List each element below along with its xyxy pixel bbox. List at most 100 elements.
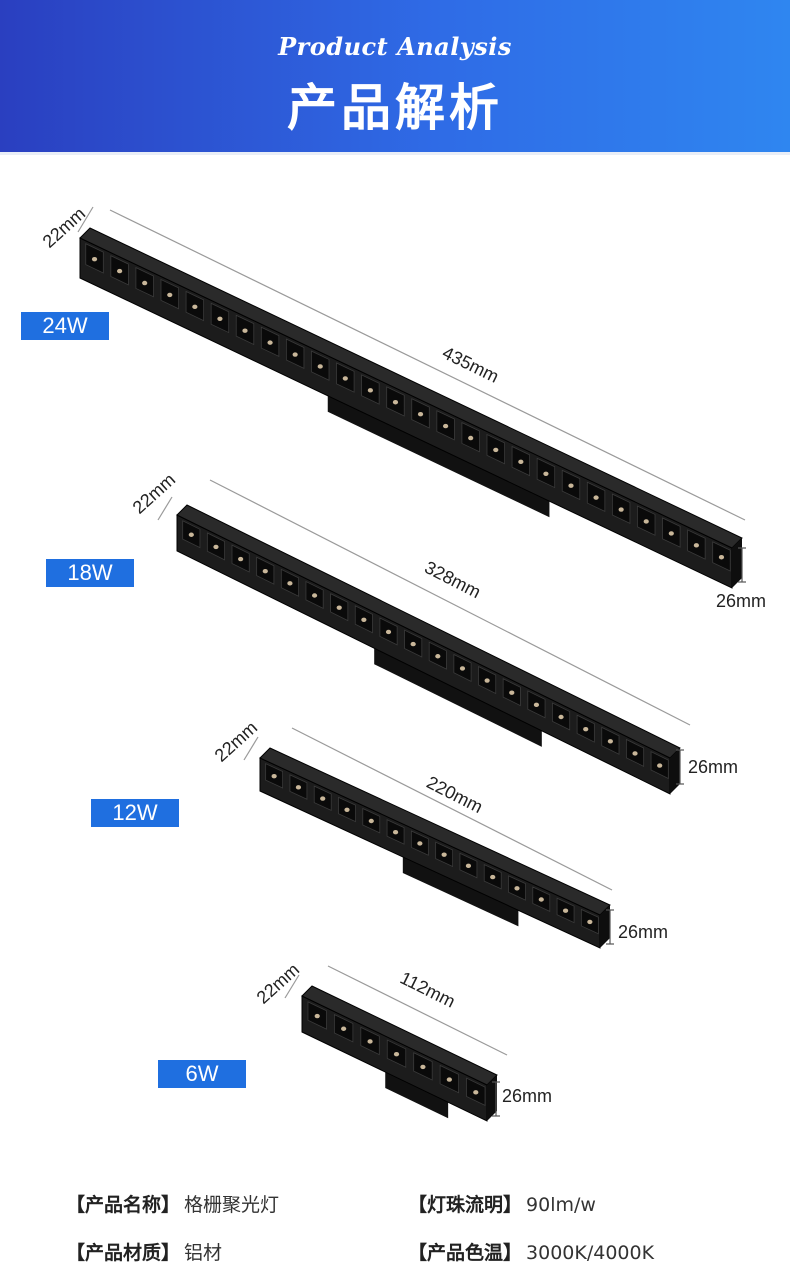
fixture-end-cap bbox=[487, 1075, 497, 1121]
led-dot bbox=[562, 908, 569, 913]
watt-badge-6w: 6W bbox=[158, 1060, 246, 1088]
length-label: 328mm bbox=[421, 557, 484, 602]
led-dot bbox=[367, 388, 373, 393]
led-dot bbox=[336, 605, 342, 610]
fixture-end-cap bbox=[732, 538, 742, 588]
led-dot bbox=[443, 423, 449, 429]
led-dot bbox=[441, 852, 447, 857]
fixture-body bbox=[176, 514, 671, 795]
led-dot bbox=[367, 1039, 373, 1044]
length-dimension-line bbox=[327, 965, 508, 1056]
width-dimension-line bbox=[243, 736, 259, 761]
spec-lumen-label: 【灯珠流明】 bbox=[408, 1194, 523, 1216]
height-label: 26mm bbox=[716, 591, 766, 611]
mount-bracket bbox=[402, 856, 519, 927]
led-dot bbox=[385, 629, 392, 635]
led-dot bbox=[493, 447, 499, 453]
spec-lumen-value: 90lm/w bbox=[526, 1194, 596, 1216]
led-dot bbox=[518, 459, 524, 465]
spec-color-value: 3000K/4000K bbox=[526, 1242, 655, 1264]
header-title: 产品解析 bbox=[287, 79, 503, 137]
led-dot bbox=[568, 483, 574, 488]
led-dot bbox=[473, 1090, 479, 1095]
led-dot bbox=[618, 507, 624, 512]
led-dot bbox=[392, 830, 399, 835]
led-dot bbox=[368, 818, 374, 824]
led-dot bbox=[410, 641, 416, 647]
led-dot bbox=[344, 807, 350, 812]
led-dot bbox=[417, 411, 424, 417]
led-dot bbox=[693, 543, 699, 548]
length-dimension-line bbox=[291, 727, 613, 891]
fixture-end-cap bbox=[600, 905, 610, 948]
led-dot bbox=[533, 702, 540, 708]
led-dot bbox=[213, 544, 219, 550]
width-dimension-line bbox=[157, 496, 173, 521]
fixture-end-cap bbox=[670, 748, 680, 794]
led-dot bbox=[217, 316, 223, 321]
led-dot bbox=[543, 471, 549, 476]
spec-product-name: 【产品名称】格栅聚光灯 bbox=[66, 1190, 279, 1217]
led-dot bbox=[317, 364, 323, 369]
watt-badge-12w: 12W bbox=[91, 799, 179, 827]
led-dot bbox=[718, 555, 725, 560]
led-dot bbox=[292, 352, 298, 357]
led-dot bbox=[393, 1051, 400, 1057]
led-dot bbox=[643, 519, 649, 524]
led-dot bbox=[188, 532, 194, 537]
led-dot bbox=[242, 328, 248, 333]
led-dot bbox=[295, 785, 302, 790]
height-label: 26mm bbox=[688, 757, 738, 777]
fixture-top bbox=[176, 504, 681, 759]
led-dot bbox=[465, 863, 472, 869]
led-dot bbox=[267, 340, 273, 345]
led-dot bbox=[91, 256, 98, 262]
width-dimension-line bbox=[284, 974, 300, 999]
height-label: 26mm bbox=[502, 1086, 552, 1106]
led-dot bbox=[361, 617, 367, 623]
led-dot bbox=[657, 763, 663, 768]
width-dimension-line bbox=[77, 206, 94, 233]
led-dot bbox=[484, 678, 490, 683]
led-dot bbox=[238, 556, 244, 562]
led-dot bbox=[311, 593, 318, 598]
spec-color-label: 【产品色温】 bbox=[408, 1242, 523, 1264]
fixture-18w: 328mm 22mm 26mm bbox=[129, 469, 738, 795]
watt-badge-18w: 18W bbox=[46, 559, 134, 587]
spec-name-value: 格栅聚光灯 bbox=[184, 1194, 280, 1216]
mount-bracket bbox=[385, 1072, 449, 1119]
led-dot bbox=[420, 1064, 426, 1070]
led-dot bbox=[320, 796, 326, 801]
led-dot bbox=[342, 376, 348, 381]
length-dimension-line bbox=[109, 209, 746, 521]
led-dot bbox=[509, 690, 515, 695]
led-dot bbox=[446, 1077, 452, 1082]
spec-material: 【产品材质】铝材 bbox=[66, 1238, 222, 1265]
header-banner: Product Analysis 产品解析 bbox=[0, 0, 790, 155]
led-dot bbox=[417, 841, 423, 846]
spec-name-label: 【产品名称】 bbox=[66, 1194, 181, 1216]
led-dot bbox=[514, 886, 520, 891]
width-label: 22mm bbox=[211, 717, 262, 765]
watt-badge-24w: 24W bbox=[21, 312, 109, 340]
led-dot bbox=[271, 773, 277, 779]
led-dot bbox=[314, 1013, 320, 1019]
led-dot bbox=[287, 581, 293, 586]
led-dot bbox=[607, 739, 613, 744]
mount-bracket bbox=[374, 648, 542, 747]
led-dot bbox=[142, 280, 148, 286]
led-dot bbox=[490, 874, 496, 880]
led-dot bbox=[459, 666, 466, 671]
led-dot bbox=[558, 714, 564, 720]
led-dot bbox=[668, 531, 674, 536]
width-label: 22mm bbox=[253, 959, 304, 1007]
led-dot bbox=[632, 751, 638, 756]
led-dot bbox=[341, 1026, 347, 1031]
fixture-top bbox=[79, 227, 743, 549]
spec-color-temp: 【产品色温】3000K/4000K bbox=[408, 1238, 654, 1265]
led-dot bbox=[167, 292, 173, 298]
length-label: 435mm bbox=[439, 342, 502, 386]
